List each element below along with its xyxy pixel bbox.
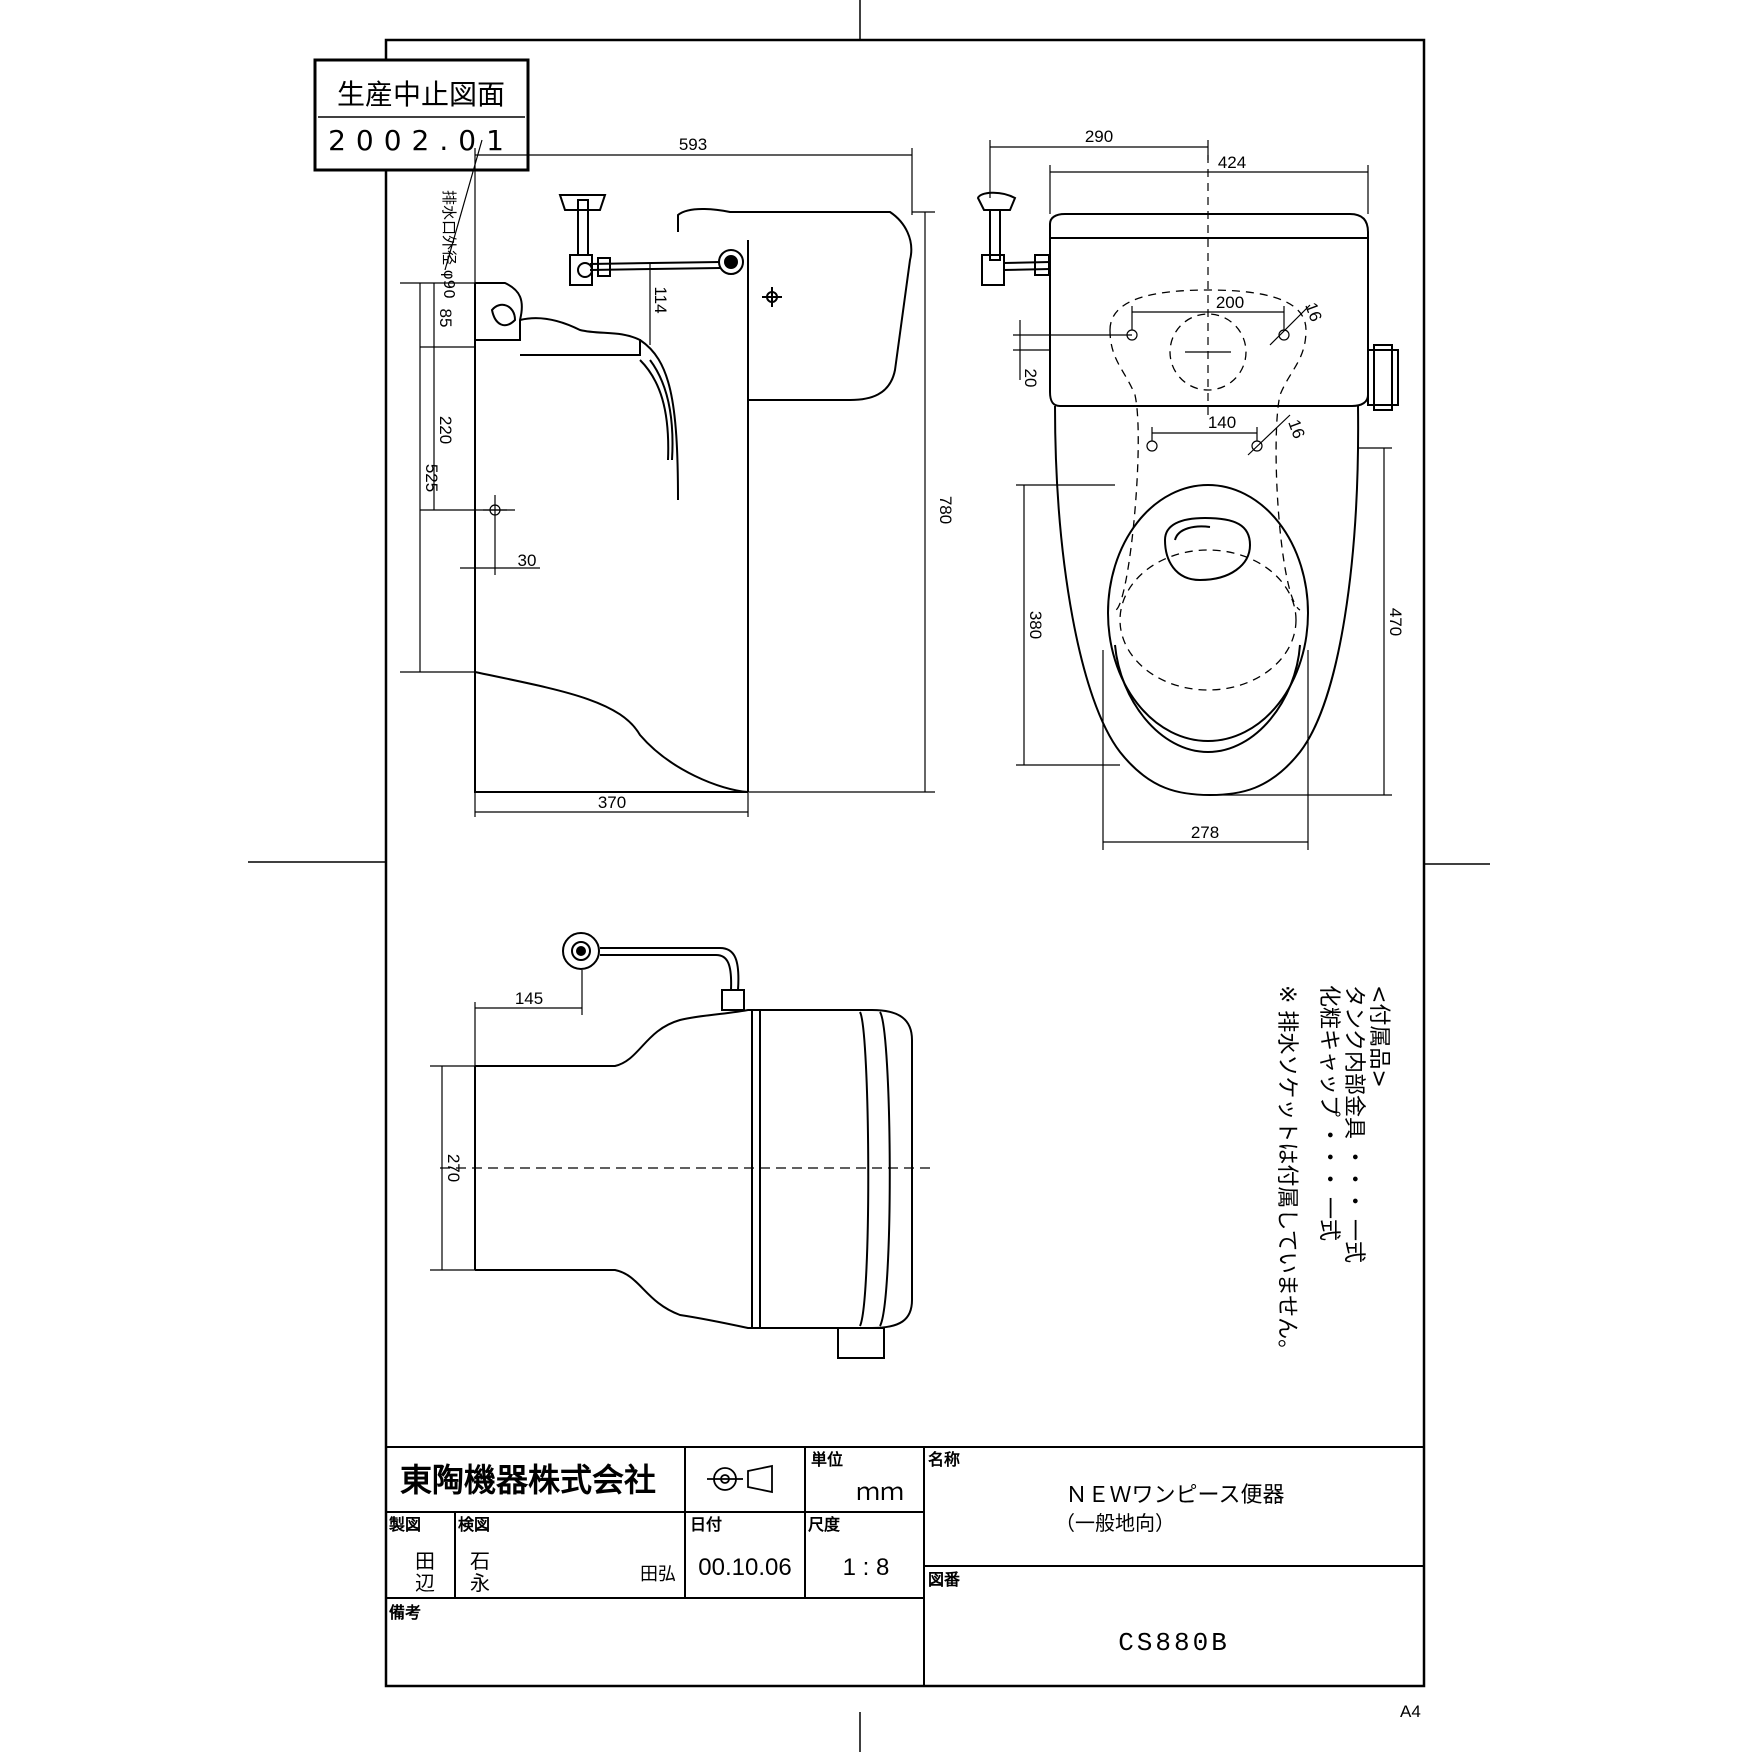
- dim-470: 470: [1386, 608, 1405, 636]
- dim-140: 140: [1208, 413, 1236, 432]
- checked-label: 検図: [458, 1515, 490, 1534]
- side-view-dimensions: [400, 139, 935, 817]
- front-view-labels: 290 424 200 16 20 140 16 380 470 278: [1021, 127, 1405, 842]
- accessory-note: ※ 排水ソケットは付属していません。: [1274, 985, 1299, 1361]
- name-label: 名称: [928, 1450, 960, 1469]
- drawing-number-label: 図番: [928, 1570, 961, 1589]
- dim-145: 145: [515, 989, 543, 1008]
- plan-view-labels: 145 270: [444, 989, 543, 1182]
- accessory-notes: <付属品> タンク内部金具 ・・・ 一式 化粧キャップ ・・・ 一式 ※ 排水ソ…: [1274, 985, 1391, 1361]
- dim-525: 525: [422, 464, 441, 492]
- title-block-text: 東陶機器株式会社 単位 ｍｍ 名称 ＮＥＷワンピース便器 （一般地向） 製図 田…: [388, 1450, 1284, 1658]
- crop-marks: [248, 0, 1490, 1752]
- checked-name-1: 石: [470, 1549, 490, 1573]
- side-view: [474, 194, 913, 793]
- unit-value: ｍｍ: [856, 1478, 904, 1506]
- dim-114: 114: [651, 286, 670, 313]
- scale-label: 尺度: [808, 1515, 841, 1534]
- front-view: [976, 191, 1399, 797]
- dim-220: 220: [436, 416, 455, 444]
- drawn-label: 製図: [388, 1515, 421, 1534]
- dim-16-seat: 16: [1284, 417, 1308, 441]
- company-name: 東陶機器株式会社: [400, 1461, 656, 1499]
- product-name: ＮＥＷワンピース便器: [1066, 1483, 1285, 1508]
- accessory-header: <付属品>: [1366, 985, 1391, 1088]
- date-value: 00.10.06: [698, 1554, 791, 1581]
- side-view-labels: 593 780 370 30 85 220 525 114 排水口外径 φ90: [422, 135, 955, 812]
- approval-seal: 田弘: [640, 1564, 676, 1585]
- dim-593: 593: [679, 135, 707, 154]
- dim-85: 85: [436, 309, 455, 328]
- date-label: 日付: [690, 1515, 722, 1534]
- sheet-size: A4: [1400, 1702, 1421, 1721]
- drawn-name-2: 辺: [415, 1571, 435, 1595]
- title-block: [386, 1446, 1424, 1686]
- dim-30: 30: [518, 551, 537, 570]
- drain-diameter-label: 排水口外径 φ90: [440, 190, 458, 299]
- dim-780: 780: [936, 496, 955, 524]
- scale-value: 1 : 8: [843, 1554, 890, 1581]
- dim-380: 380: [1026, 611, 1045, 639]
- drawn-name-1: 田: [415, 1549, 435, 1573]
- checked-name-2: 永: [470, 1571, 490, 1595]
- dim-370: 370: [598, 793, 626, 812]
- unit-label: 単位: [811, 1450, 843, 1469]
- drawing-number: CS880B: [1118, 1628, 1230, 1658]
- projection-symbol-icon: [707, 1464, 773, 1494]
- dim-16-tank: 16: [1301, 300, 1325, 324]
- dim-270: 270: [444, 1154, 463, 1182]
- plan-view-dimensions: [430, 970, 930, 1271]
- front-view-dimensions: [989, 140, 1392, 850]
- product-subname: （一般地向）: [1055, 1511, 1175, 1535]
- dim-278: 278: [1191, 823, 1219, 842]
- dim-424: 424: [1218, 153, 1246, 172]
- dim-20: 20: [1021, 369, 1040, 388]
- dim-290: 290: [1085, 127, 1113, 146]
- stamp-date: 2002.01: [328, 124, 514, 157]
- accessory-line-1: タンク内部金具 ・・・ 一式: [1341, 985, 1366, 1263]
- stamp-title: 生産中止図面: [337, 78, 505, 111]
- discontinued-stamp: 生産中止図面 2002.01: [313, 58, 530, 172]
- accessory-line-2: 化粧キャップ ・・・ 一式: [1316, 985, 1341, 1241]
- drawing-frame: [384, 38, 1426, 1688]
- remarks-label: 備考: [389, 1603, 421, 1622]
- dim-200: 200: [1216, 293, 1244, 312]
